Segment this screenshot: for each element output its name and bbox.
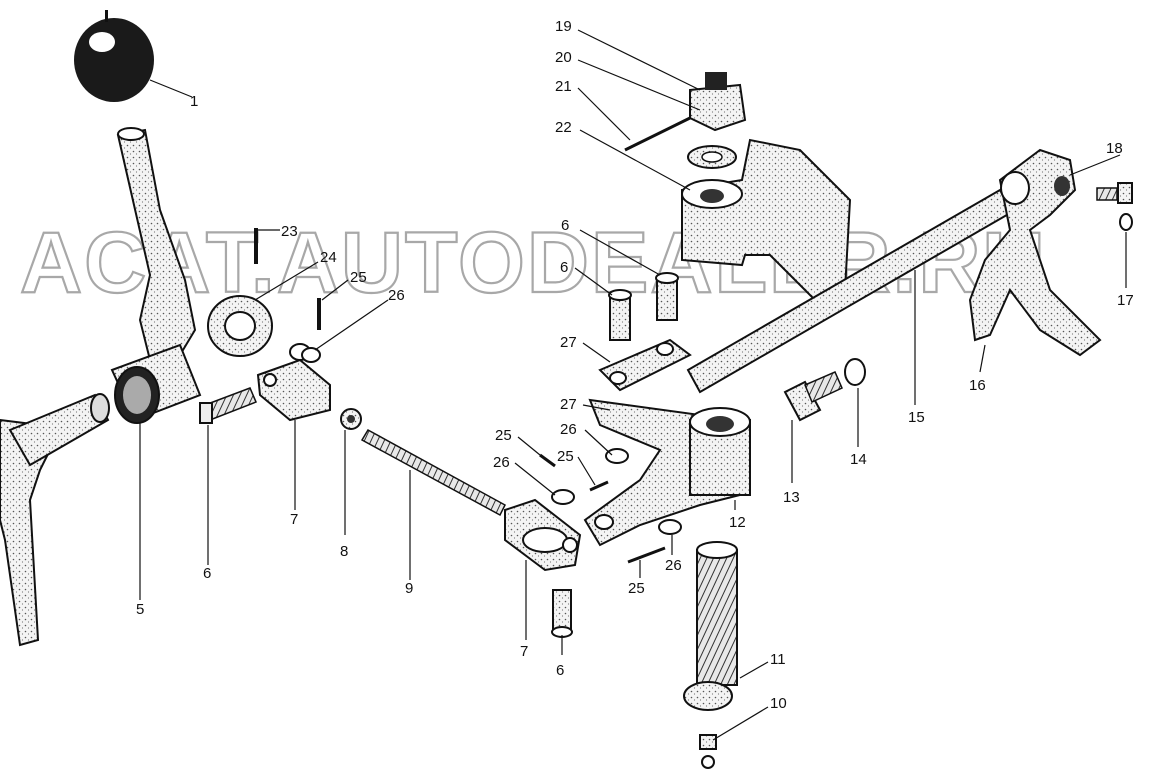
bolt-part-13 [783, 371, 843, 422]
washer-part-26-mid-right [605, 448, 629, 464]
link-plate-part-27 [598, 338, 692, 392]
split-pin-part-21 [624, 116, 691, 152]
callout-21: 21 [555, 78, 572, 95]
callout-26-right: 26 [560, 421, 577, 438]
threaded-rod-part-9 [360, 428, 506, 517]
pin-part-6-middle-right [655, 272, 679, 321]
split-pin-part-25-top [317, 298, 321, 330]
gearbox-housing-fragment [0, 393, 110, 647]
pin-part-6-middle-left [608, 289, 632, 341]
callout-26-bottom: 26 [665, 557, 682, 574]
callout-10: 10 [770, 695, 787, 712]
callout-6-left: 6 [203, 565, 211, 582]
washer-part-24 [207, 295, 273, 357]
callout-15: 15 [908, 409, 925, 426]
callout-24: 24 [320, 249, 337, 266]
callout-18: 18 [1106, 140, 1123, 157]
split-pin-part-23 [254, 228, 258, 264]
callout-5: 5 [136, 601, 144, 618]
washer-part-26-low [658, 519, 682, 535]
callout-25-left: 25 [495, 427, 512, 444]
callout-6-mid: 6 [560, 259, 568, 276]
washer-part-14 [844, 358, 866, 386]
pin-part-6-bottom [551, 589, 573, 638]
callout-27-lower: 27 [560, 396, 577, 413]
callout-11: 11 [770, 651, 786, 668]
lock-washer-part-17 [1119, 213, 1133, 231]
callout-27-upper: 27 [560, 334, 577, 351]
split-pin-part-25-low [627, 546, 666, 564]
bellcrank-part-12 [583, 398, 751, 547]
nut-part-8 [340, 408, 362, 430]
callout-16: 16 [969, 377, 986, 394]
callout-25-top: 25 [350, 269, 367, 286]
callout-19: 19 [555, 18, 572, 35]
callout-25-mid: 25 [557, 448, 574, 465]
callout-17: 17 [1117, 292, 1134, 309]
shaft-pin-part-11 [683, 541, 738, 711]
washer-part-26-mid [551, 489, 575, 505]
callout-7-left: 7 [290, 511, 298, 528]
clevis-part-7-right [504, 498, 582, 572]
callout-26-left: 26 [493, 454, 510, 471]
bracket-part-22 [681, 138, 852, 307]
callout-9: 9 [405, 580, 413, 597]
callout-26-top: 26 [388, 287, 405, 304]
castle-nut-part-19 [689, 72, 747, 132]
callout-20: 20 [555, 49, 572, 66]
callout-1: 1 [190, 93, 198, 110]
callout-7-right: 7 [520, 643, 528, 660]
split-pin-part-25-mid [589, 480, 609, 492]
gearshift-lever [116, 127, 197, 362]
callout-13: 13 [783, 489, 800, 506]
leader-lines [139, 29, 1127, 741]
callout-22: 22 [555, 119, 572, 136]
callout-23: 23 [281, 223, 298, 240]
callout-14: 14 [850, 451, 867, 468]
gearshift-knob-part-1 [74, 10, 154, 102]
washer-part-26-top [301, 347, 321, 363]
bolt-part-18 [1096, 182, 1133, 204]
callout-12: 12 [729, 514, 746, 531]
callout-8: 8 [340, 543, 348, 560]
grease-nipple-part-10 [699, 734, 717, 769]
bolt-part-6-left [199, 387, 257, 424]
callout-labels: 1 5 6 7 8 9 23 24 25 26 19 20 21 22 6 6 … [136, 18, 1134, 712]
callout-6-upper: 6 [561, 217, 569, 234]
shift-fork-part-16 [968, 148, 1102, 357]
callout-25-bottom: 25 [628, 580, 645, 597]
callout-6-bottom: 6 [556, 662, 564, 679]
split-pin-part-25-left [539, 453, 556, 468]
lever-hub-part-5 [110, 343, 202, 424]
